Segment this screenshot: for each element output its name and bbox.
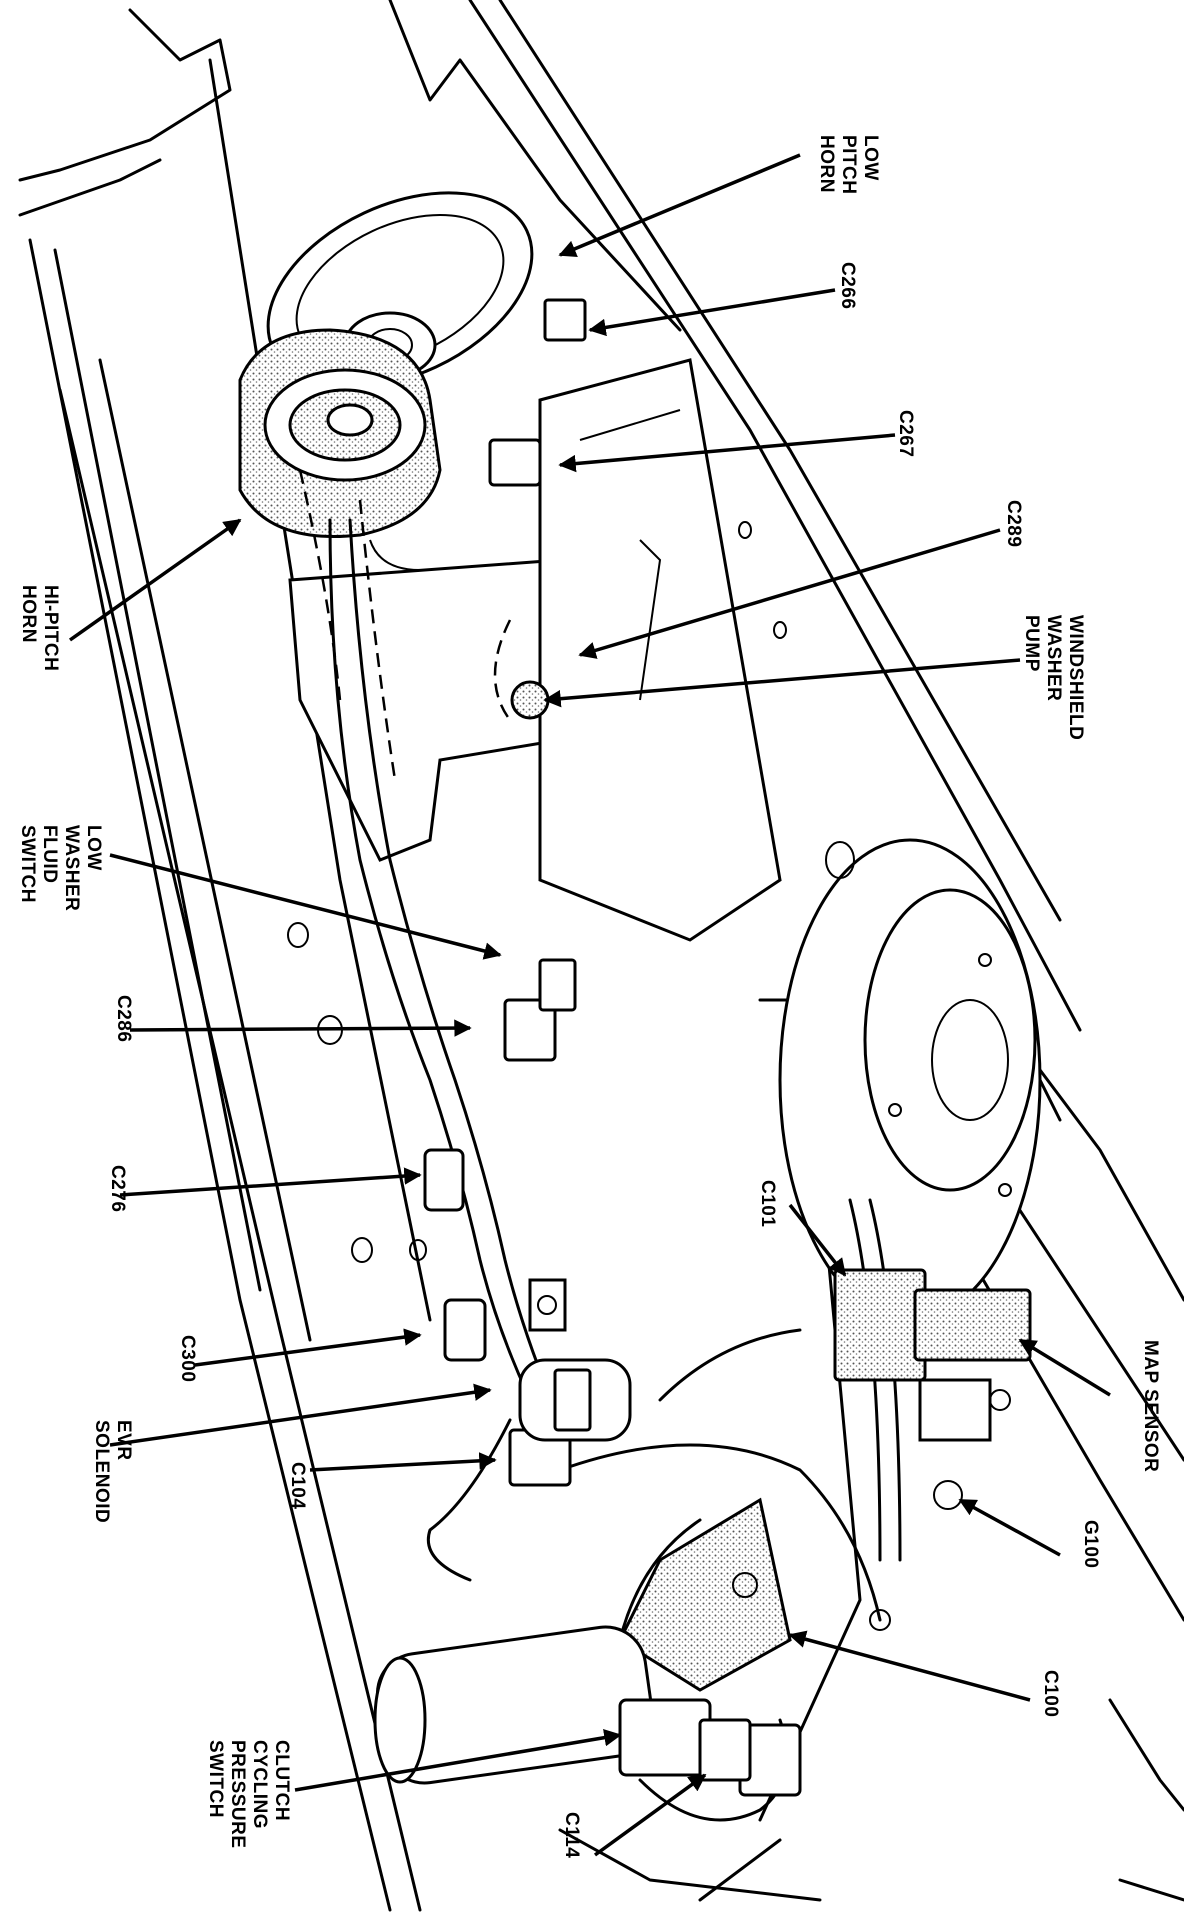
label-line: C104 bbox=[287, 1462, 308, 1509]
label-line: HORN bbox=[816, 135, 837, 193]
label-line: C289 bbox=[1003, 500, 1024, 547]
label-line: SWITCH bbox=[17, 825, 38, 903]
connectors bbox=[423, 298, 802, 1797]
callout-c266: C266 bbox=[837, 262, 858, 309]
label-line: PITCH bbox=[838, 135, 859, 195]
label-line: C100 bbox=[1040, 1670, 1061, 1717]
fan-hub bbox=[778, 838, 1042, 1322]
label-line: SOLENOID bbox=[91, 1420, 112, 1523]
callout-windshield-washer-pump: WINDSHIELD WASHER PUMP bbox=[1021, 615, 1086, 740]
label-line: C101 bbox=[757, 1180, 778, 1227]
evr-solenoid-shape bbox=[518, 1278, 632, 1442]
label-line: FLUID bbox=[39, 825, 60, 883]
label-line: HORN bbox=[18, 585, 39, 643]
callout-hi-pitch-horn: HI-PITCH HORN bbox=[18, 585, 61, 671]
label-line: C276 bbox=[107, 1165, 128, 1212]
label-line: C286 bbox=[113, 995, 134, 1042]
callout-c289: C289 bbox=[1003, 500, 1024, 547]
callout-c300: C300 bbox=[177, 1335, 198, 1382]
label-line: C266 bbox=[837, 262, 858, 309]
label-line: WASHER bbox=[61, 825, 82, 911]
map-sensor-shape bbox=[833, 1268, 1032, 1442]
label-line: MAP SENSOR bbox=[1140, 1340, 1161, 1472]
callout-c104: C104 bbox=[287, 1462, 308, 1509]
callout-low-washer-fluid-switch: LOW WASHER FLUID SWITCH bbox=[17, 825, 104, 911]
label-line: G100 bbox=[1080, 1520, 1101, 1568]
callout-g100: G100 bbox=[1080, 1520, 1101, 1568]
label-line: EVR bbox=[113, 1420, 134, 1461]
callout-c101: C101 bbox=[757, 1180, 778, 1227]
washer-reservoir bbox=[288, 358, 782, 942]
callout-map-sensor: MAP SENSOR bbox=[1140, 1340, 1161, 1472]
label-line: SWITCH bbox=[205, 1740, 226, 1818]
label-line: C300 bbox=[177, 1335, 198, 1382]
label-line: C267 bbox=[895, 410, 916, 457]
label-line: HI-PITCH bbox=[40, 585, 61, 671]
accumulator-shape bbox=[373, 1625, 752, 1785]
label-line: CLUTCH bbox=[271, 1740, 292, 1821]
label-line: C114 bbox=[561, 1812, 582, 1858]
leader-arrows bbox=[68, 153, 1111, 1857]
label-line: WASHER bbox=[1043, 615, 1064, 701]
label-line: WINDSHIELD bbox=[1065, 615, 1086, 740]
callout-c286: C286 bbox=[113, 995, 134, 1042]
label-line: CYCLING bbox=[249, 1740, 270, 1829]
body-panel-lines bbox=[18, 0, 1184, 1912]
label-line: PUMP bbox=[1021, 615, 1042, 672]
callout-evr-solenoid: EVR SOLENOID bbox=[91, 1420, 134, 1523]
callout-low-pitch-horn: LOW PITCH HORN bbox=[816, 135, 881, 195]
label-line: LOW bbox=[83, 825, 104, 871]
label-line: LOW bbox=[860, 135, 881, 181]
callout-c100: C100 bbox=[1040, 1670, 1061, 1717]
callout-clutch-cycling-pressure-switch: CLUTCH CYCLING PRESSURE SWITCH bbox=[205, 1740, 292, 1849]
callout-c276: C276 bbox=[107, 1165, 128, 1212]
label-line: PRESSURE bbox=[227, 1740, 248, 1849]
callout-c267: C267 bbox=[895, 410, 916, 457]
hi-pitch-horn-shape bbox=[238, 328, 442, 571]
callout-c114: C114 bbox=[561, 1812, 582, 1858]
c100-module-shape bbox=[618, 1480, 963, 1692]
